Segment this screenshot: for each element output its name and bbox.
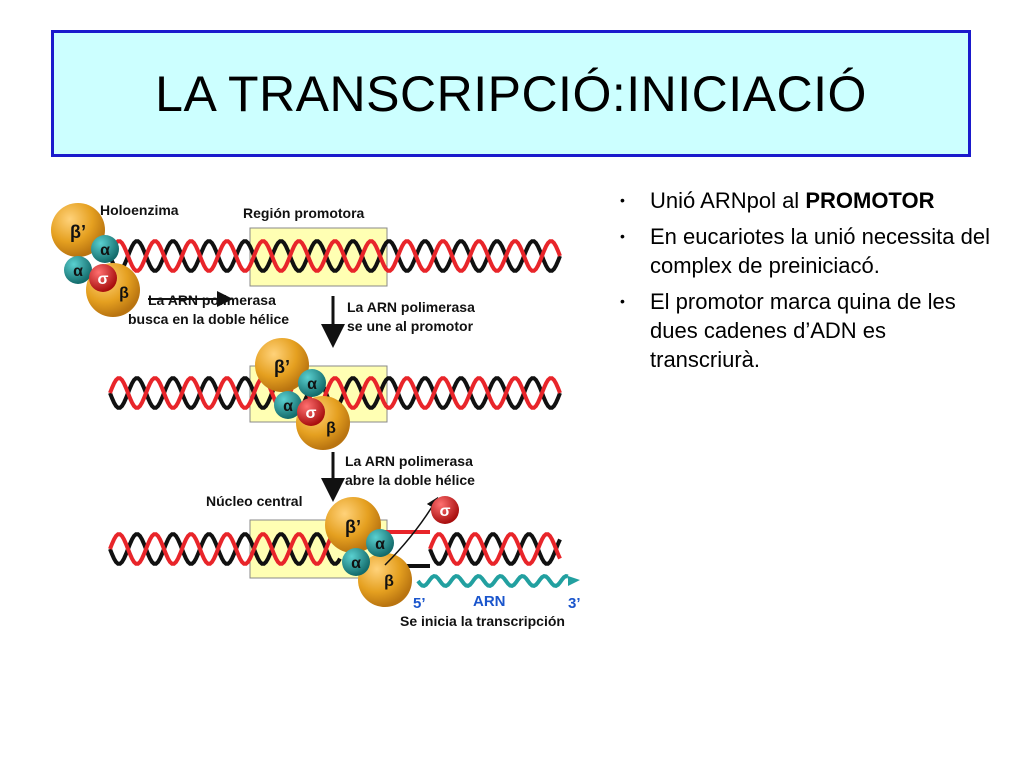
- diagram-svg: β’ α α σ β β’ α α σ β β’ α α β σ Holoen: [51, 202, 581, 629]
- step3-label-line2: abre la doble hélice: [345, 472, 475, 488]
- released-sigma: [431, 496, 459, 524]
- alpha-label: α: [375, 536, 385, 553]
- dna-helix-1: [108, 239, 562, 273]
- bullet-item: • El promotor marca quina de les dues ca…: [620, 287, 1000, 374]
- holoenzyme-1: β’ α α σ β: [51, 203, 140, 317]
- dna-strand-red: [428, 532, 562, 566]
- bullet-text: Unió ARNpol al: [650, 188, 806, 213]
- bullet-text: El promotor marca quina de les dues cade…: [650, 289, 956, 372]
- step3-label-line1: La ARN polimerasa: [345, 453, 473, 469]
- alpha-label: α: [283, 398, 293, 415]
- beta-label: β: [384, 573, 394, 590]
- transcription-diagram: β’ α α σ β β’ α α σ β β’ α α β σ Holoen: [40, 190, 610, 645]
- nucleo-central-label: Núcleo central: [206, 493, 302, 509]
- alpha-label: α: [351, 555, 361, 572]
- bullet-dot: •: [620, 293, 625, 309]
- bullet-list: • Unió ARNpol al PROMOTOR • En eucariote…: [620, 186, 1000, 381]
- beta-prime-label: β’: [70, 222, 86, 242]
- dna-strand-black: [108, 239, 562, 273]
- sigma-label: σ: [306, 405, 317, 422]
- dna-strand-black: [108, 532, 342, 566]
- bullet-dot: •: [620, 228, 625, 244]
- rna-arrowhead: [568, 576, 580, 586]
- three-prime-label: 3’: [568, 595, 581, 612]
- rna-strand: [416, 573, 569, 589]
- arn-label: ARN: [473, 593, 506, 610]
- beta-label: β: [119, 285, 129, 302]
- inicia-transcripcion-label: Se inicia la transcripción: [400, 613, 565, 629]
- dna-helix-3-right: [428, 532, 562, 566]
- beta-prime-label: β’: [345, 517, 361, 537]
- region-promotora-label: Región promotora: [243, 205, 365, 221]
- bullet-dot: •: [620, 192, 625, 208]
- bullet-item: • En eucariotes la unió necessita del co…: [620, 222, 1000, 280]
- alpha-label: α: [100, 242, 110, 259]
- sigma-label: σ: [440, 503, 451, 520]
- bullet-text: En eucariotes la unió necessita del comp…: [650, 224, 990, 278]
- beta-label: β: [326, 420, 336, 437]
- step1-label-line1: La ARN polimerasa: [148, 292, 276, 308]
- core-enzyme: β’ α α β: [325, 497, 412, 607]
- bullet-bold-text: PROMOTOR: [805, 188, 935, 213]
- dna-strand-red: [108, 532, 342, 566]
- holoenzyme-2: β’ α α σ β: [255, 338, 350, 450]
- slide-title: LA TRANSCRIPCIÓ:INICIACIÓ: [155, 65, 867, 122]
- alpha-label: α: [307, 376, 317, 393]
- beta-prime-label: β’: [274, 357, 290, 377]
- step1-label-line2: busca en la doble hélice: [128, 311, 289, 327]
- five-prime-label: 5’: [413, 595, 426, 612]
- bullet-item: • Unió ARNpol al PROMOTOR: [620, 186, 1000, 215]
- alpha-label: α: [73, 263, 83, 280]
- step2-label-line2: se une al promotor: [347, 318, 474, 334]
- dna-helix-3-left: [108, 532, 342, 566]
- dna-strand-red: [108, 376, 562, 410]
- step2-label-line1: La ARN polimerasa: [347, 299, 475, 315]
- title-box: LA TRANSCRIPCIÓ:INICIACIÓ: [51, 30, 971, 157]
- dna-strand-red: [108, 239, 562, 273]
- sigma-label: σ: [98, 271, 109, 288]
- holoenzima-label: Holoenzima: [100, 202, 179, 218]
